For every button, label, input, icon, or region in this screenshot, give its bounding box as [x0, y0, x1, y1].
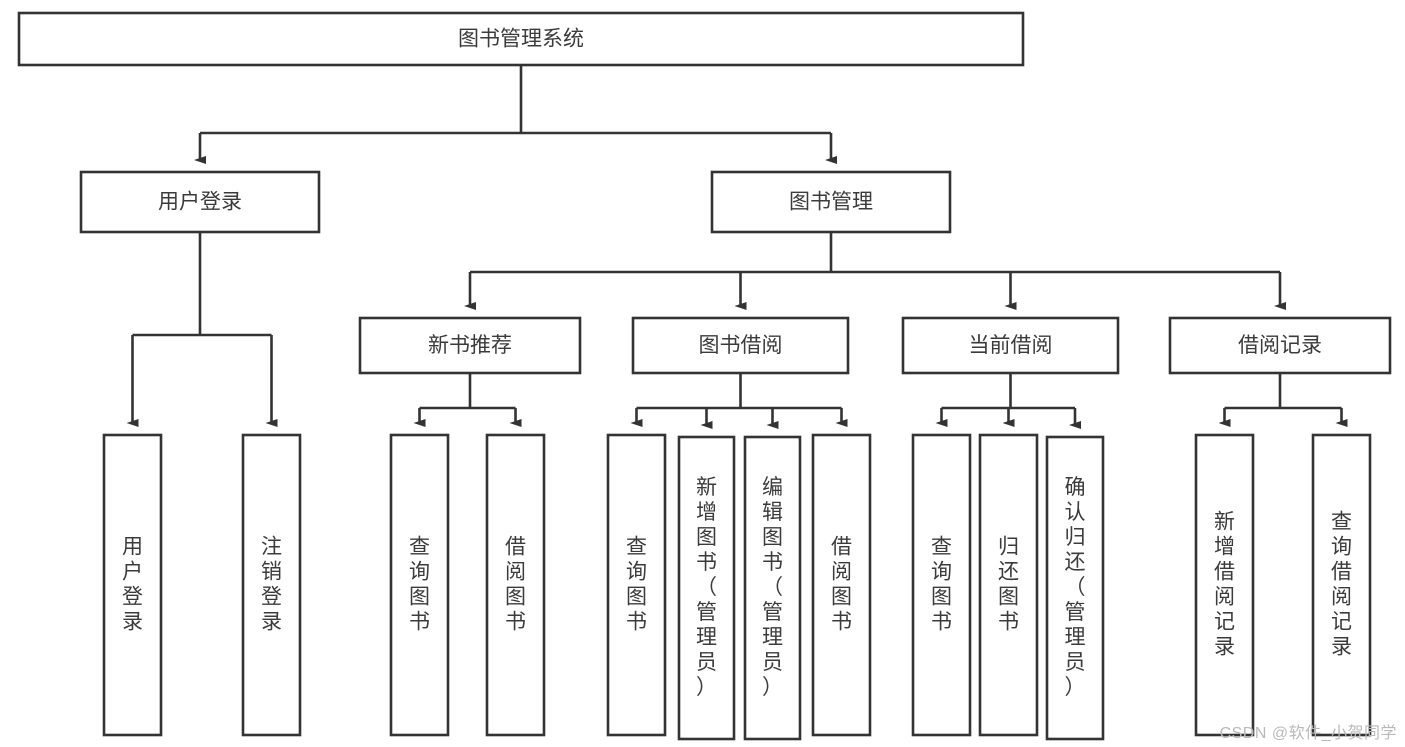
- node-new-book-recommend[interactable]: 新书推荐: [358, 316, 582, 375]
- node-label-new-book-recommend: 新书推荐: [428, 334, 512, 357]
- node-box-edit-book-admin: [743, 435, 802, 741]
- node-label-borrow-book-2: 借阅图书: [831, 535, 852, 633]
- connector-layer: [126, 65, 1348, 429]
- node-label-add-borrow-record: 新增借阅记录: [1214, 510, 1235, 658]
- node-label-query-book-1: 查询图书: [409, 535, 430, 633]
- node-box-new-book-recommend: [358, 316, 582, 375]
- node-confirm-return-admin[interactable]: 确认归还（管理员）: [1045, 435, 1105, 741]
- node-edit-book-admin[interactable]: 编辑图书（管理员）: [743, 435, 802, 741]
- node-user-login-leaf[interactable]: 用户登录: [102, 433, 163, 737]
- node-query-borrow-record[interactable]: 查询借阅记录: [1311, 433, 1372, 737]
- node-label-return-book: 归还图书: [998, 535, 1019, 633]
- node-label-borrow-record: 借阅记录: [1238, 334, 1322, 357]
- node-box-query-book-3: [911, 433, 972, 737]
- node-user-login[interactable]: 用户登录: [79, 170, 321, 234]
- node-label-book-management: 图书管理: [789, 191, 873, 214]
- node-box-root: [17, 11, 1025, 67]
- node-label-user-logout-leaf: 注销登录: [261, 535, 282, 633]
- node-label-borrow-book-1: 借阅图书: [505, 535, 526, 633]
- node-label-root: 图书管理系统: [458, 28, 584, 51]
- node-borrow-record[interactable]: 借阅记录: [1168, 316, 1392, 375]
- node-label-current-borrow: 当前借阅: [969, 334, 1053, 357]
- node-return-book[interactable]: 归还图书: [978, 433, 1039, 737]
- node-box-borrow-record: [1168, 316, 1392, 375]
- node-add-book-admin[interactable]: 新增图书（管理员）: [677, 435, 736, 741]
- node-label-confirm-return-admin: 确认归还（管理员）: [1065, 476, 1086, 699]
- node-label-query-borrow-record: 查询借阅记录: [1331, 510, 1352, 658]
- node-box-book-management: [710, 170, 952, 234]
- node-box-user-logout-leaf: [241, 433, 302, 737]
- node-layer: 图书管理系统用户登录用户登录注销登录图书管理新书推荐查询图书借阅图书图书借阅查询…: [17, 11, 1392, 741]
- node-book-management[interactable]: 图书管理: [710, 170, 952, 234]
- node-book-borrow[interactable]: 图书借阅: [631, 316, 850, 375]
- node-label-edit-book-admin: 编辑图书（管理员）: [762, 476, 783, 699]
- node-borrow-book-2[interactable]: 借阅图书: [811, 433, 872, 737]
- node-box-current-borrow: [901, 316, 1120, 375]
- node-box-borrow-book-1: [485, 433, 546, 737]
- node-box-user-login-leaf: [102, 433, 163, 737]
- node-label-book-borrow: 图书借阅: [699, 334, 783, 357]
- node-query-book-3[interactable]: 查询图书: [911, 433, 972, 737]
- node-box-user-login: [79, 170, 321, 234]
- node-borrow-book-1[interactable]: 借阅图书: [485, 433, 546, 737]
- node-box-book-borrow: [631, 316, 850, 375]
- node-label-user-login: 用户登录: [158, 191, 242, 214]
- node-label-query-book-3: 查询图书: [931, 535, 952, 633]
- node-label-user-login-leaf: 用户登录: [122, 535, 143, 633]
- node-box-borrow-book-2: [811, 433, 872, 737]
- node-box-return-book: [978, 433, 1039, 737]
- node-box-confirm-return-admin: [1045, 435, 1105, 741]
- node-add-borrow-record[interactable]: 新增借阅记录: [1194, 433, 1255, 737]
- node-root[interactable]: 图书管理系统: [17, 11, 1025, 67]
- node-box-query-borrow-record: [1311, 433, 1372, 737]
- node-user-logout-leaf[interactable]: 注销登录: [241, 433, 302, 737]
- node-box-query-book-1: [389, 433, 450, 737]
- node-query-book-1[interactable]: 查询图书: [389, 433, 450, 737]
- node-box-add-borrow-record: [1194, 433, 1255, 737]
- node-query-book-2[interactable]: 查询图书: [606, 433, 667, 737]
- node-box-query-book-2: [606, 433, 667, 737]
- node-current-borrow[interactable]: 当前借阅: [901, 316, 1120, 375]
- node-box-add-book-admin: [677, 435, 736, 741]
- node-label-query-book-2: 查询图书: [626, 535, 647, 633]
- node-label-add-book-admin: 新增图书（管理员）: [696, 476, 717, 699]
